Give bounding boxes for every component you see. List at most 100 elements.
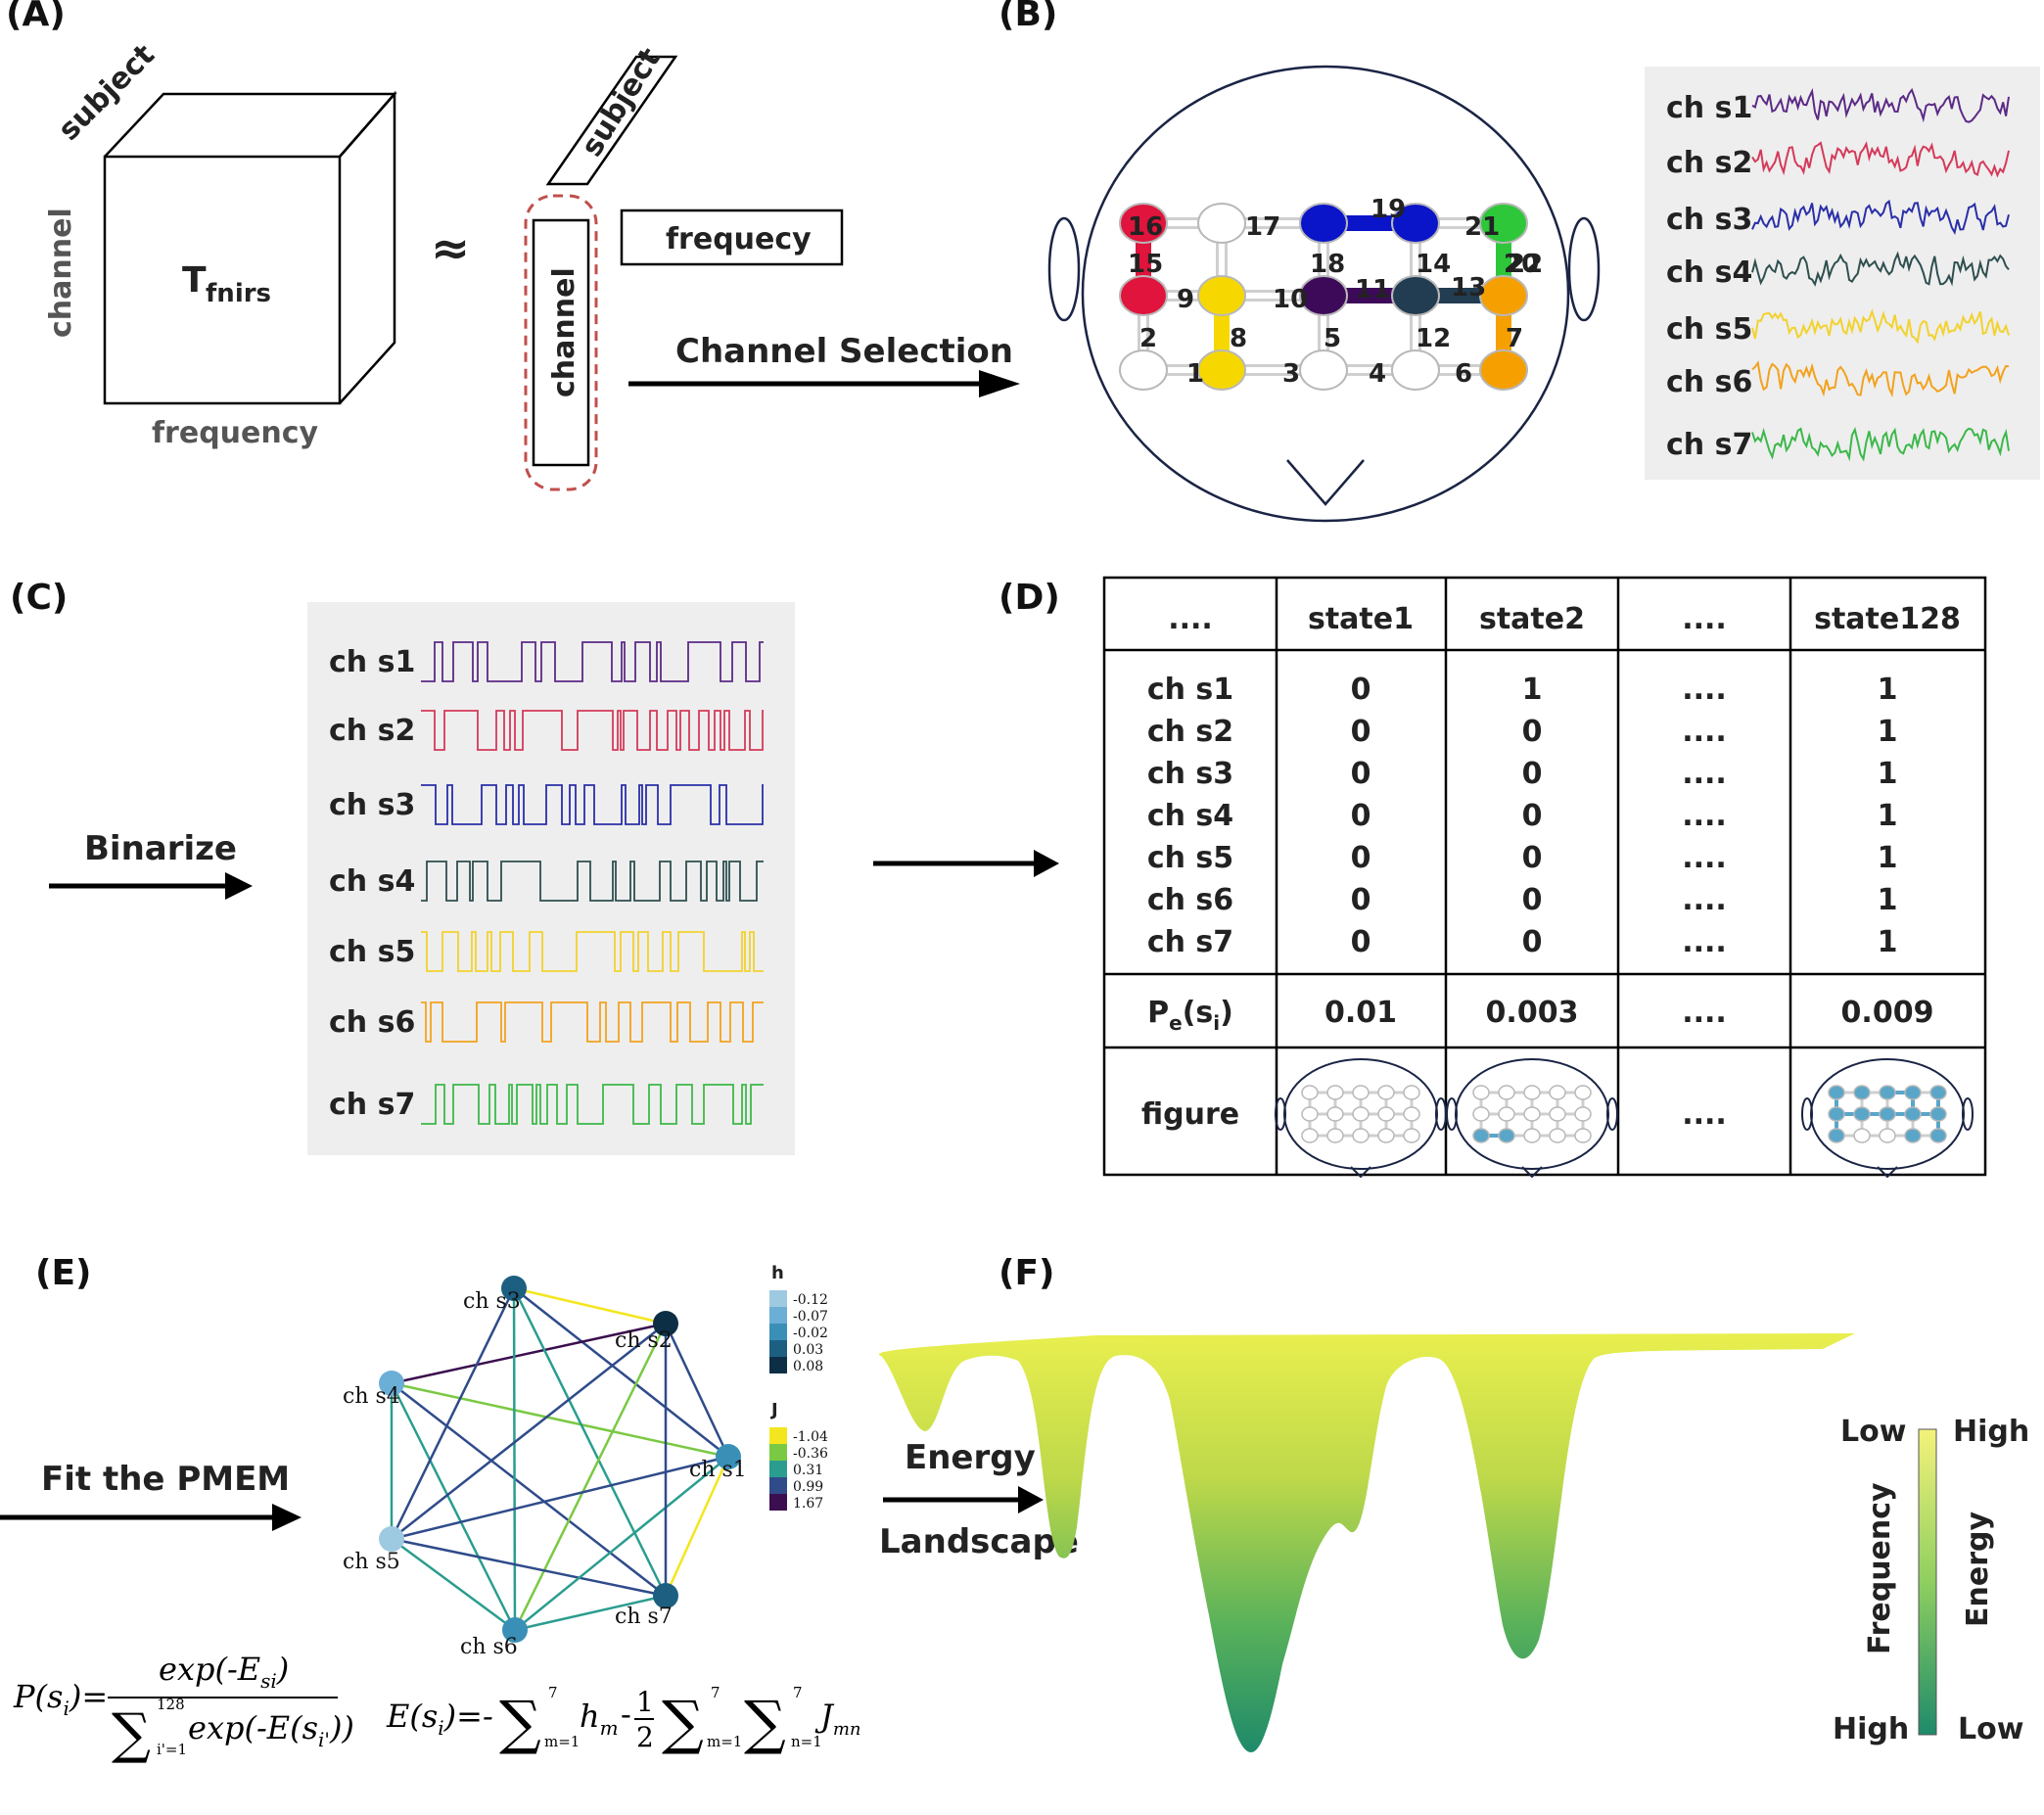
channel-number-14: 14 <box>1416 250 1451 279</box>
binary-label-1: ch s1 <box>329 645 415 679</box>
coupling-edge <box>513 1286 667 1326</box>
formula-p-sum-bottom: i'=1 <box>157 1741 187 1758</box>
channel-number-22: 22 <box>1508 250 1543 279</box>
tensor-subscript: fnirs <box>206 279 271 308</box>
channel-number-13: 13 <box>1451 273 1486 302</box>
legend-h-swatch <box>769 1307 787 1324</box>
legend-h-value: 0.08 <box>793 1359 823 1374</box>
formula-p-sum-top: 128 <box>157 1696 185 1713</box>
approx-symbol: ≈ <box>431 221 470 276</box>
montage-node <box>1391 203 1440 244</box>
prob-value-2: 0.003 <box>1486 996 1579 1030</box>
network-node-label-2: ch s2 <box>615 1328 673 1353</box>
network-node-6 <box>502 1617 528 1643</box>
legend-h-value: 0.03 <box>793 1342 823 1358</box>
formula-e-sum2-bottom: m=1 <box>707 1733 742 1750</box>
energy-arrowhead <box>1018 1486 1044 1513</box>
binary-label-5: ch s5 <box>329 935 415 969</box>
fit-pmem-arrowhead <box>272 1504 302 1531</box>
table-cell-state2: 0 <box>1522 925 1543 959</box>
channel-number-18: 18 <box>1310 250 1345 279</box>
legend-h-title: h <box>771 1263 784 1283</box>
channel-number-10: 10 <box>1273 285 1308 314</box>
mini-head-2 <box>1446 1058 1618 1179</box>
timeseries-label-5: ch s5 <box>1666 312 1752 347</box>
binary-trace-4 <box>421 861 764 902</box>
panel-a: (A) T fnirs subject channel frequency ≈ … <box>6 0 1020 491</box>
binary-trace-5 <box>421 931 764 972</box>
factor-subject-box <box>545 55 678 186</box>
table-row-label-4: ch s4 <box>1147 799 1233 833</box>
binary-trace-1 <box>421 641 764 682</box>
network-node-3 <box>501 1276 527 1301</box>
table-header-4: .... <box>1682 602 1727 636</box>
table-cell-ellipsis: .... <box>1682 757 1727 791</box>
table-cell-ellipsis: .... <box>1682 799 1727 833</box>
channel-number-15: 15 <box>1128 250 1163 279</box>
legend-j-swatch <box>769 1494 787 1511</box>
table-cell-ellipsis: .... <box>1682 841 1727 875</box>
network-node-1 <box>716 1444 741 1469</box>
coupling-edge <box>391 1322 667 1385</box>
montage-node <box>1299 349 1348 391</box>
factor-channel-box <box>532 218 590 467</box>
channel-number-4: 4 <box>1369 359 1386 389</box>
table-cell-state2: 0 <box>1522 799 1543 833</box>
landscape-label: Landscape <box>879 1522 1079 1561</box>
coupling-edge <box>390 1287 516 1540</box>
channel-number-9: 9 <box>1177 285 1194 314</box>
coupling-edge <box>391 1455 729 1541</box>
state-table-grid <box>1102 576 1987 1177</box>
network-node-label-5: ch s5 <box>343 1550 400 1574</box>
binary-label-3: ch s3 <box>329 788 415 822</box>
channel-number-21: 21 <box>1464 212 1500 242</box>
network-node-5 <box>379 1526 404 1552</box>
colorbar-right-title: Energy <box>1961 1512 1995 1627</box>
table-cell-ellipsis: .... <box>1682 925 1727 959</box>
colorbar-right-bottom: Low <box>1958 1712 2023 1746</box>
legend-j-swatch <box>769 1444 787 1461</box>
coupling-edge <box>391 1381 729 1459</box>
timeseries-label-1: ch s1 <box>1666 91 1752 125</box>
legend-j-swatch <box>769 1461 787 1477</box>
energy-label: Energy <box>905 1438 1036 1477</box>
binarize-arrowhead <box>225 872 253 900</box>
timeseries-line-4 <box>1751 251 2010 287</box>
table-arrowhead <box>1034 850 1059 877</box>
legend-j-swatch <box>769 1477 787 1494</box>
table-cell-ellipsis: .... <box>1682 715 1727 749</box>
channel-number-1: 1 <box>1186 359 1204 389</box>
timeseries-line-5 <box>1751 308 2010 345</box>
fit-pmem-label: Fit the PMEM <box>41 1460 290 1499</box>
montage-node <box>1197 275 1246 316</box>
timeseries-line-7 <box>1751 427 2010 462</box>
channel-number-12: 12 <box>1416 324 1451 353</box>
tensor-symbol: T <box>182 260 207 301</box>
axis-channel-label: channel <box>44 208 78 338</box>
formula-p-sum: ∑ <box>112 1702 151 1766</box>
formula-e-half-den: 2 <box>636 1721 654 1753</box>
network-node-2 <box>653 1311 678 1336</box>
energy-landscape-surface <box>878 1333 1855 1752</box>
colorbar-left-title: Frequency <box>1863 1482 1897 1654</box>
network-node-label-3: ch s3 <box>463 1289 521 1314</box>
formula-e-j: Jmn <box>814 1698 861 1740</box>
formula-p-denominator: exp(-E(si')) <box>188 1709 354 1751</box>
coupling-edge <box>664 1456 730 1597</box>
table-header-2: state1 <box>1308 602 1414 636</box>
table-cell-state1: 0 <box>1351 799 1371 833</box>
channel-number-17: 17 <box>1245 212 1280 242</box>
channel-number-7: 7 <box>1506 324 1523 353</box>
coupling-edge <box>513 1323 668 1631</box>
table-row-label-1: ch s1 <box>1147 673 1233 707</box>
panel-c-letter: (C) <box>10 578 68 618</box>
coupling-edge <box>391 1537 516 1632</box>
colorbar-left-top: Low <box>1840 1415 1906 1449</box>
